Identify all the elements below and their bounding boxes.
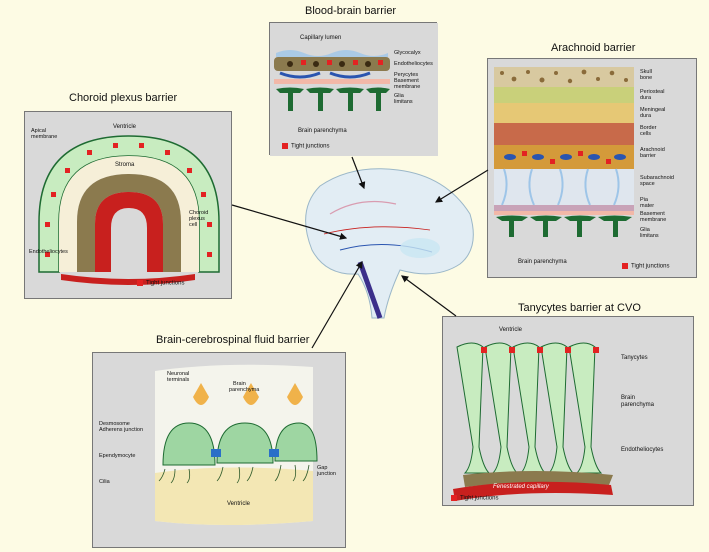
arachnoid-limitans-label: limitans [640, 233, 659, 239]
tanycytes-endo-label: Endotheliocytes [621, 447, 664, 453]
bcsf-illustration [155, 364, 318, 525]
choroid-title: Choroid plexus barrier [69, 92, 178, 104]
bbb-lumen-label: Capillary lumen [300, 35, 342, 41]
tanycytes-title: Tanycytes barrier at CVO [518, 302, 641, 314]
bbb-basement-label: Basement [394, 78, 419, 84]
tight-junction-icon [622, 263, 628, 269]
bcsf-parenchyma-label: parenchyma [229, 387, 260, 393]
brain-icon [305, 168, 474, 319]
arachnoid-arachnoid-label: Arachnoid [640, 147, 665, 153]
tanycytes-illustration [453, 342, 613, 501]
tight-junction-icon [451, 495, 457, 501]
bcsf-desmosome-label: Desmosome [99, 421, 130, 427]
arachnoid-border-label: Border [640, 125, 657, 131]
arachnoid-dura1-label: dura [640, 95, 652, 101]
choroid-ventricle-label: Ventricle [113, 124, 137, 130]
bcsf-brain-label: Brain [233, 381, 246, 387]
bcsf-cilia-label: Cilia [99, 479, 110, 485]
arachnoid-legend: Tight junctions [622, 263, 669, 270]
tanycytes-panel: Ventricle Tanycytes Brain parenchyma End… [442, 316, 694, 506]
arachnoid-title: Arachnoid barrier [551, 42, 636, 54]
choroid-endo-label: Endotheliocytes [29, 249, 68, 255]
bbb-membrane-label: membrane [394, 84, 421, 90]
arachnoid-subarachnoid-label: Subarachnoid [640, 175, 674, 181]
bcsf-title: Brain-cerebrospinal fluid barrier [156, 334, 310, 346]
bcsf-junction-label: junction [317, 471, 336, 477]
bbb-endotheliocytes-label: Endotheliocytes [394, 61, 433, 67]
bbb-legend: Tight junctions [282, 143, 329, 150]
arachnoid-illustration [494, 67, 634, 237]
bbb-title: Blood-brain barrier [305, 5, 397, 17]
arachnoid-dura2-label: dura [640, 113, 652, 119]
choroid-cell2-label: plexus [189, 216, 205, 222]
arachnoid-periosteal-label: Periosteal [640, 89, 665, 95]
tanycytes-legend: Tight junctions [451, 495, 498, 502]
bcsf-terminals-label: terminals [167, 377, 190, 383]
arachnoid-membrane-label: membrane [640, 217, 667, 223]
bcsf-ependymocyte-label: Ependymocyte [99, 453, 136, 459]
arachnoid-basement-label: Basement [640, 211, 665, 217]
bbb-parenchyma-label: Brain parenchyma [298, 128, 347, 134]
arachnoid-glia-label: Glia [640, 227, 650, 233]
arachnoid-meningeal-label: Meningeal [640, 107, 666, 113]
bbb-panel: Capillary lumen Glycocalyx Endotheliocyt… [269, 22, 438, 156]
tight-junction-icon [137, 280, 143, 286]
choroid-cell3-label: cell [189, 222, 198, 228]
arachnoid-skull-label: Skull [640, 69, 652, 75]
bcsf-adherens-label: Adherens junction [99, 427, 144, 433]
bcsf-gap-label: Gap [317, 465, 328, 471]
bbb-illustration [270, 23, 438, 156]
choroid-apical-label: Apical [31, 128, 46, 134]
choroid-panel: Ventricle Apical membrane Stroma Choroid… [24, 111, 232, 299]
arachnoid-pia-label: Pia [640, 197, 648, 203]
bcsf-ventricle-label: Ventricle [227, 501, 251, 507]
tanycytes-cells-label: Tanycytes [621, 355, 648, 361]
arachnoid-cells-label: cells [640, 131, 652, 137]
bbb-glycocalyx-label: Glycocalyx [394, 50, 421, 56]
arachnoid-parenchyma-label: Brain parenchyma [518, 259, 567, 265]
choroid-membrane-label: membrane [31, 134, 58, 140]
arachnoid-barrier-label: barrier [640, 153, 656, 159]
choroid-legend: Tight junctions [137, 280, 184, 287]
bcsf-neuronal-label: Neuronal [167, 371, 190, 377]
tight-junction-icon [282, 143, 288, 149]
tanycytes-capillary-label: Fenestrated capillary [493, 484, 549, 490]
tanycytes-brain-label: Brain [621, 395, 636, 401]
choroid-stroma-label: Stroma [115, 162, 135, 168]
choroid-cell1-label: Choroid [189, 210, 209, 216]
tanycytes-ventricle-label: Ventricle [499, 327, 523, 333]
bbb-limitans-label: limitans [394, 99, 413, 105]
bcsf-panel: Neuronal terminals Brain parenchyma Desm… [92, 352, 346, 548]
bbb-glia-label: Glia [394, 93, 404, 99]
tanycytes-parenchyma-label: parenchyma [621, 402, 655, 408]
choroid-illustration [38, 135, 220, 285]
arachnoid-panel: Skull bone Periosteal dura Meningeal dur… [487, 58, 697, 278]
arachnoid-bone-label: bone [640, 75, 653, 81]
arachnoid-mater-label: mater [640, 203, 655, 209]
arachnoid-space-label: space [640, 181, 655, 187]
bbb-perycytes-label: Perycytes [394, 72, 419, 78]
